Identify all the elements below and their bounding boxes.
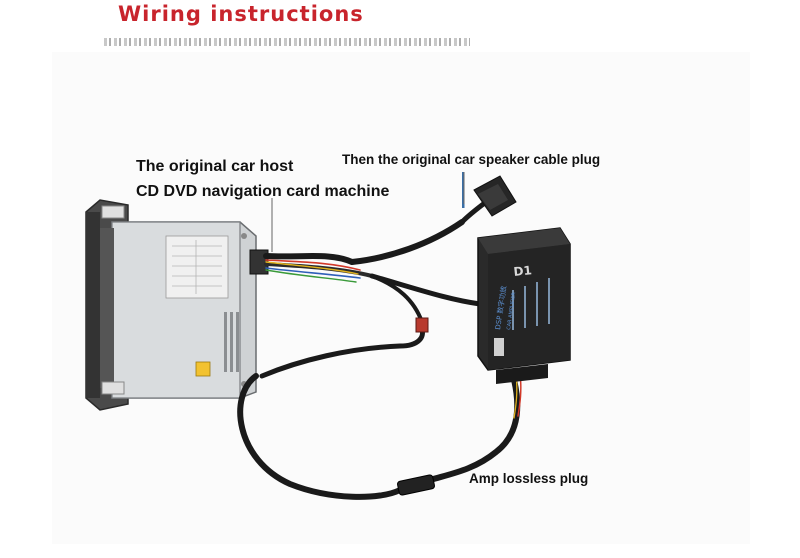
amplifier-unit [477,227,571,384]
inline-plug [396,474,436,496]
navigation-machine-label: CD DVD navigation card machine [136,183,390,200]
pointer-lines [271,172,465,252]
title-underline [104,38,470,46]
inline-connector [415,317,429,333]
amp-plug-label: Amp lossless plug [469,471,589,486]
amp-spec-label: CAR AMPLIFIER [506,291,517,330]
page-title: Wiring instructions [118,2,364,26]
car-head-unit [85,199,269,411]
speaker-plug-label: Then the original car speaker cable plug [342,152,601,167]
amp-model-label: D1 [513,263,533,279]
speaker-cable-plug [462,172,517,217]
car-host-label: The original car host [136,158,294,175]
